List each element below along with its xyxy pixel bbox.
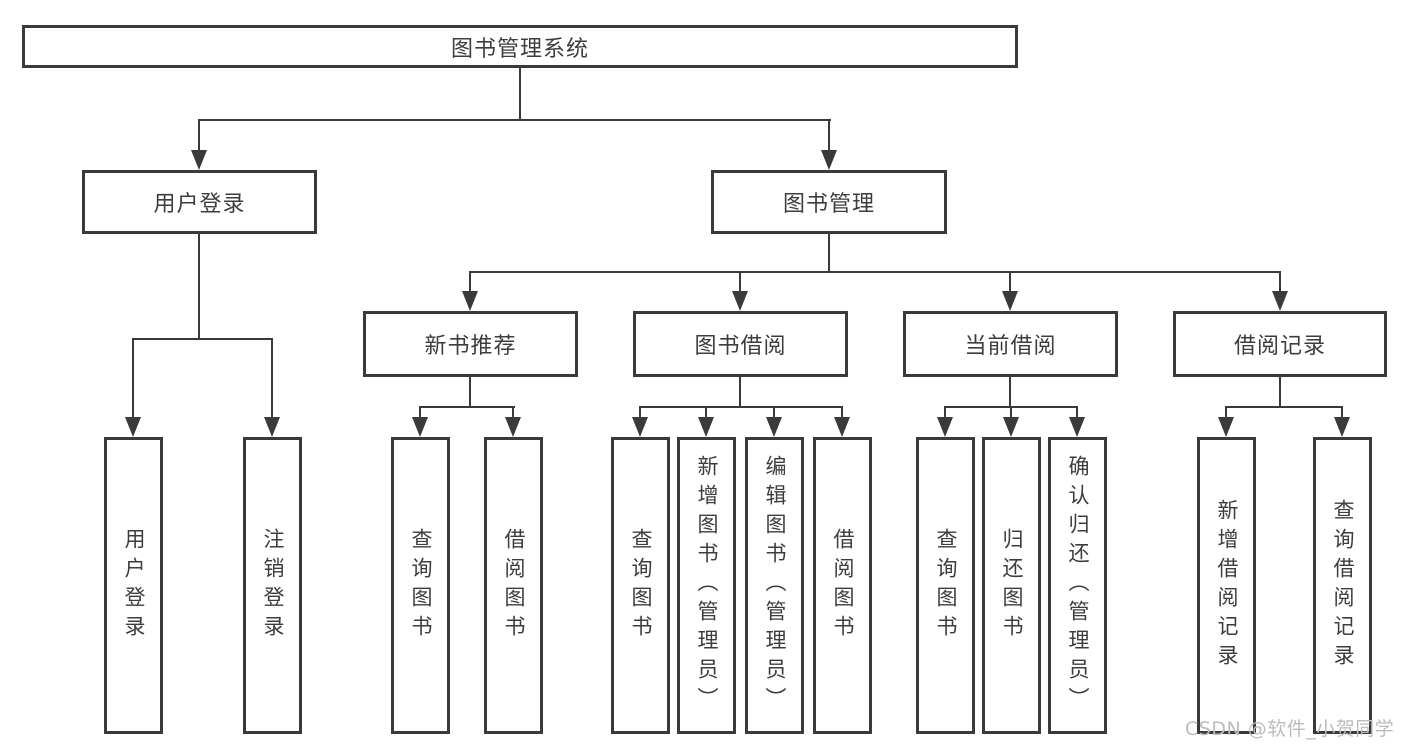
arrow-down-icon: [264, 417, 280, 437]
connector-to-book-borrow: [739, 271, 741, 293]
node-new-book-recommend: 新书推荐: [363, 311, 578, 377]
arrow-down-icon: [821, 150, 837, 170]
arrow-down-icon: [1272, 291, 1288, 311]
connector-drop: [419, 406, 421, 419]
arrow-down-icon: [125, 417, 141, 437]
connector-to-book-mgmt: [828, 119, 830, 152]
leaf-label: 查询借阅记录: [1331, 498, 1355, 673]
leaf-label: 新增图书（管理员）: [695, 455, 719, 716]
leaf-query-borrow-record: 查询借阅记录: [1313, 437, 1372, 734]
leaf-label: 确认归还（管理员）: [1066, 455, 1090, 716]
connector-to-borrow-record: [1279, 271, 1281, 293]
connector-newbook-stem: [469, 377, 471, 408]
node-label: 图书借阅: [694, 334, 787, 359]
leaf-label: 借阅图书: [831, 527, 855, 644]
leaf-query-books-recommend: 查询图书: [391, 437, 450, 734]
arrow-down-icon: [1069, 417, 1085, 437]
connector-to-leaf-logout: [271, 338, 273, 419]
leaf-edit-books-admin: 编辑图书（管理员）: [745, 437, 804, 734]
leaf-label: 借阅图书: [502, 527, 526, 644]
connector-drop: [1225, 406, 1227, 419]
leaf-confirm-return-admin: 确认归还（管理员）: [1048, 437, 1107, 734]
leaf-label: 用户登录: [122, 527, 146, 644]
connector-drop: [1010, 406, 1012, 419]
node-label: 新书推荐: [424, 334, 517, 359]
leaf-add-borrow-record: 新增借阅记录: [1197, 437, 1256, 734]
node-label: 用户登录: [153, 192, 246, 217]
connector-to-current-borrow: [1009, 271, 1011, 293]
arrow-down-icon: [632, 417, 648, 437]
leaf-label: 注销登录: [261, 527, 285, 644]
connector-to-leaf-login: [132, 338, 134, 419]
leaf-label: 查询图书: [629, 527, 653, 644]
arrow-down-icon: [732, 291, 748, 311]
arrow-down-icon: [698, 417, 714, 437]
leaf-label: 查询图书: [934, 527, 958, 644]
node-label: 图书管理: [782, 192, 875, 217]
connector-userlogin-stem: [198, 234, 200, 340]
connector-root-stem: [519, 68, 521, 120]
csdn-watermark: CSDN @软件_小贺同学: [1185, 718, 1395, 740]
node-label: 当前借阅: [964, 334, 1057, 359]
node-label: 借阅记录: [1233, 334, 1326, 359]
arrow-down-icon: [412, 417, 428, 437]
connector-root-crossbar: [198, 119, 831, 121]
connector-drop: [841, 406, 843, 419]
connector-drop: [1341, 406, 1343, 419]
connector-drop: [944, 406, 946, 419]
leaf-query-books-current: 查询图书: [916, 437, 975, 734]
leaf-label: 新增借阅记录: [1215, 498, 1239, 673]
leaf-borrow-books-recommend: 借阅图书: [484, 437, 543, 734]
connector-records-stem: [1279, 377, 1281, 408]
node-root-library-system: 图书管理系统: [22, 25, 1018, 68]
arrow-down-icon: [462, 291, 478, 311]
connector-drop: [705, 406, 707, 419]
connector-current-stem: [1009, 377, 1011, 408]
node-book-management: 图书管理: [711, 170, 947, 234]
node-borrowing-records: 借阅记录: [1173, 311, 1387, 377]
leaf-logout: 注销登录: [243, 437, 302, 734]
connector-bookmgmt-crossbar: [469, 271, 1281, 273]
node-current-borrowing: 当前借阅: [903, 311, 1118, 377]
leaf-label: 查询图书: [409, 527, 433, 644]
connector-drop: [773, 406, 775, 419]
connector-borrowing-stem: [739, 377, 741, 408]
connector-drop: [512, 406, 514, 419]
leaf-borrow-books-borrowing: 借阅图书: [813, 437, 872, 734]
node-label: 图书管理系统: [450, 36, 589, 62]
connector-newbook-crossbar: [419, 406, 515, 408]
arrow-down-icon: [1003, 417, 1019, 437]
node-book-borrowing: 图书借阅: [633, 311, 848, 377]
connector-bookmgmt-stem: [828, 234, 830, 273]
connector-records-crossbar: [1225, 406, 1343, 408]
connector-userlogin-crossbar: [132, 338, 273, 340]
node-user-login: 用户登录: [82, 170, 317, 234]
leaf-label: 归还图书: [1000, 527, 1024, 644]
connector-drop: [1076, 406, 1078, 419]
arrow-down-icon: [1218, 417, 1234, 437]
leaf-add-books-admin: 新增图书（管理员）: [677, 437, 736, 734]
leaf-return-books: 归还图书: [982, 437, 1041, 734]
arrow-down-icon: [834, 417, 850, 437]
arrow-down-icon: [937, 417, 953, 437]
leaf-user-login: 用户登录: [104, 437, 163, 734]
connector-drop: [639, 406, 641, 419]
connector-to-user-login: [198, 119, 200, 152]
arrow-down-icon: [1334, 417, 1350, 437]
connector-borrowing-crossbar: [639, 406, 843, 408]
arrow-down-icon: [505, 417, 521, 437]
leaf-query-books-borrowing: 查询图书: [611, 437, 670, 734]
arrow-down-icon: [1002, 291, 1018, 311]
arrow-down-icon: [766, 417, 782, 437]
arrow-down-icon: [191, 150, 207, 170]
leaf-label: 编辑图书（管理员）: [763, 455, 787, 716]
connector-to-new-book: [469, 271, 471, 293]
